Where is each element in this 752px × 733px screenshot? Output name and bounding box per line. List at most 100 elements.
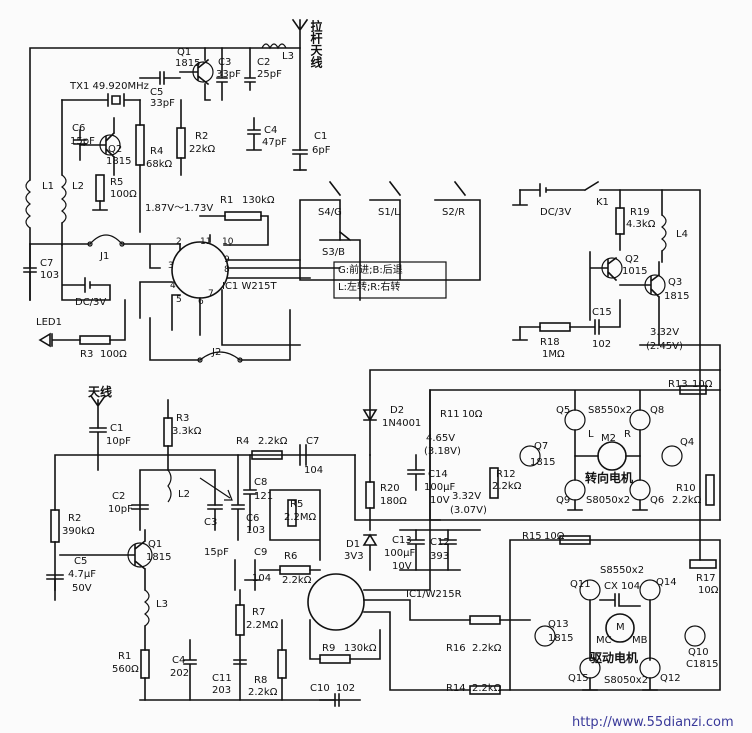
drive-motor-label: 驱动电机 bbox=[590, 651, 639, 665]
tx-q2-type: 1815 bbox=[106, 156, 132, 167]
tx-l2-label: L2 bbox=[72, 181, 84, 192]
rx-c5-voltage: 50V bbox=[72, 583, 92, 594]
motor-mc: MC bbox=[596, 635, 612, 646]
tx-ic-pin-10: 10 bbox=[222, 237, 234, 247]
rx-r14-label: R14 bbox=[446, 683, 466, 694]
tx-ic-pin-2: 2 bbox=[176, 237, 182, 247]
rx-r6-label: R6 bbox=[284, 551, 298, 562]
motor-c15-value: 102 bbox=[592, 339, 612, 350]
tx-c6-value: 15pF bbox=[70, 136, 95, 147]
motor-r-mark: R bbox=[624, 429, 631, 440]
rx-c4-value: 202 bbox=[170, 668, 190, 679]
rx-c1-label: C1 bbox=[110, 423, 124, 434]
rx-r1-label: R1 bbox=[118, 651, 132, 662]
watermark[interactable]: http://www.55dianzi.com bbox=[572, 715, 734, 730]
rx-r16-value: 2.2kΩ bbox=[472, 643, 502, 654]
rx-c1-value: 10pF bbox=[106, 436, 131, 447]
rx-c6-value: 103 bbox=[246, 525, 266, 536]
rx-r9-value: 130kΩ bbox=[344, 643, 377, 654]
motor-mb: MB bbox=[632, 635, 648, 646]
rx-c8-label: C8 bbox=[254, 477, 268, 488]
motor-r15-label: R15 bbox=[522, 531, 542, 542]
motor-q13-type: 1815 bbox=[548, 633, 574, 644]
motor-r18-value: 1MΩ bbox=[542, 349, 565, 360]
tx-ic-pin-9: 9 bbox=[224, 255, 230, 265]
tx-c3-value: 33pF bbox=[216, 69, 241, 80]
rx-l2-label: L2 bbox=[178, 489, 190, 500]
motor-l-mark: L bbox=[588, 429, 594, 440]
tx-crystal-label: TX1 49.920MHz bbox=[70, 81, 149, 92]
motor-q7: Q7 bbox=[534, 441, 549, 452]
motor-q2-label: Q2 bbox=[625, 254, 640, 265]
tx-r3-value: 100Ω bbox=[100, 349, 127, 360]
motor-q11: Q11 bbox=[570, 579, 591, 590]
motor-q7-type: 1815 bbox=[530, 457, 556, 468]
rx-d2-value: 1N4001 bbox=[382, 418, 422, 429]
motor-m: M bbox=[616, 622, 625, 633]
rx-r16-label: R16 bbox=[446, 643, 466, 654]
tx-c5-value: 33pF bbox=[150, 98, 175, 109]
motor-k1-label[interactable]: K1 bbox=[596, 197, 609, 208]
motor-m2: M2 bbox=[601, 433, 616, 444]
rx-c10-label: C10 bbox=[310, 683, 330, 694]
rx-c5-value: 4.7μF bbox=[68, 569, 97, 580]
tx-c2-value: 25pF bbox=[257, 69, 282, 80]
rx-r8-value: 2.2kΩ bbox=[248, 687, 278, 698]
tx-c6-label: C6 bbox=[72, 123, 86, 134]
motor-q10-type: C1815 bbox=[686, 659, 719, 670]
motor-r13-value: 10Ω bbox=[692, 379, 713, 390]
tx-dc-label: DC/3V bbox=[75, 297, 107, 308]
rx-c2-value: 10pF bbox=[108, 504, 133, 515]
motor-r12-label: R12 bbox=[496, 469, 516, 480]
motor-q3-type: 1815 bbox=[664, 291, 690, 302]
tx-r4-label: R4 bbox=[150, 146, 164, 157]
switch-s2[interactable]: S2/R bbox=[442, 207, 466, 218]
tx-r2-label: R2 bbox=[195, 131, 209, 142]
switch-s1[interactable]: S1/L bbox=[378, 207, 400, 218]
motor-q10: Q10 bbox=[688, 647, 709, 658]
rx-l3-label: L3 bbox=[156, 599, 168, 610]
motor-s8050: S8050x2 bbox=[586, 495, 631, 506]
switch-s4[interactable]: S4/G bbox=[318, 207, 342, 218]
tx-r1-value: 130kΩ bbox=[242, 195, 275, 206]
switch-s3[interactable]: S3/B bbox=[322, 247, 345, 258]
rx-r7-value: 2.2MΩ bbox=[246, 620, 279, 631]
tx-ic-pin-5: 5 bbox=[176, 295, 182, 305]
rx-c6-label: C6 bbox=[246, 513, 260, 524]
rx-c7-value: 104 bbox=[304, 465, 324, 476]
motor-r15-value: 10Ω bbox=[544, 531, 565, 542]
rx-c8-value: 121 bbox=[254, 491, 274, 502]
motor-r19-label: R19 bbox=[630, 207, 650, 218]
rx-r5-label: R5 bbox=[290, 499, 304, 510]
rx-antenna-label: 天线 bbox=[88, 385, 113, 399]
tx-ic-label: IC1 W215T bbox=[222, 281, 277, 292]
motor-q5: Q5 bbox=[556, 405, 571, 416]
tx-c4-value: 47pF bbox=[262, 137, 287, 148]
rx-r3-value: 3.3kΩ bbox=[172, 426, 202, 437]
rx-c3-label: C3 bbox=[204, 517, 218, 528]
rx-r7-label: R7 bbox=[252, 607, 266, 618]
rx-r4-label: R4 bbox=[236, 436, 250, 447]
legend-left-right: L:左转;R:右转 bbox=[338, 282, 401, 293]
rx-r4-value: 2.2kΩ bbox=[258, 436, 288, 447]
tx-q2-label: Q2 bbox=[108, 144, 123, 155]
rx-c9-label: C9 bbox=[254, 547, 268, 558]
motor-q15: Q15 bbox=[568, 673, 589, 684]
rx-c10-value: 102 bbox=[336, 683, 356, 694]
rx-r1-value: 560Ω bbox=[112, 664, 139, 675]
tx-ic-pin-7: 7 bbox=[208, 289, 214, 299]
rx-q1-label: Q1 bbox=[148, 539, 163, 550]
motor-l4-label: L4 bbox=[676, 229, 688, 240]
rx-c2-label: C2 bbox=[112, 491, 126, 502]
rx-r6-value: 2.2kΩ bbox=[282, 575, 312, 586]
tx-voltage-range: 1.87V～1.73V bbox=[145, 203, 214, 214]
motor-s8050b: S8050x2 bbox=[604, 675, 649, 686]
rx-c5-label: C5 bbox=[74, 556, 88, 567]
motor-s8550b: S8550x2 bbox=[600, 565, 645, 576]
rx-c12-value: 393 bbox=[430, 551, 450, 562]
rx-c13-label: C13 bbox=[392, 535, 412, 546]
tx-j2-label: J2 bbox=[212, 347, 222, 358]
motor-q14: Q14 bbox=[656, 577, 677, 588]
tx-c1-value: 6pF bbox=[312, 145, 331, 156]
